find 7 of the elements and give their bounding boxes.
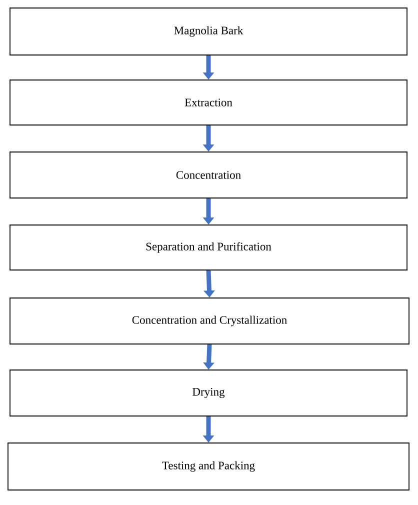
process-box: Testing and Packing <box>8 442 410 490</box>
process-box: Extraction <box>10 80 408 126</box>
process-box: Magnolia Bark <box>10 8 408 56</box>
process-box: Separation and Purification <box>10 224 408 270</box>
process-box: Drying <box>10 370 408 416</box>
process-box: Concentration <box>10 152 408 198</box>
process-box: Concentration and Crystallization <box>10 298 410 344</box>
